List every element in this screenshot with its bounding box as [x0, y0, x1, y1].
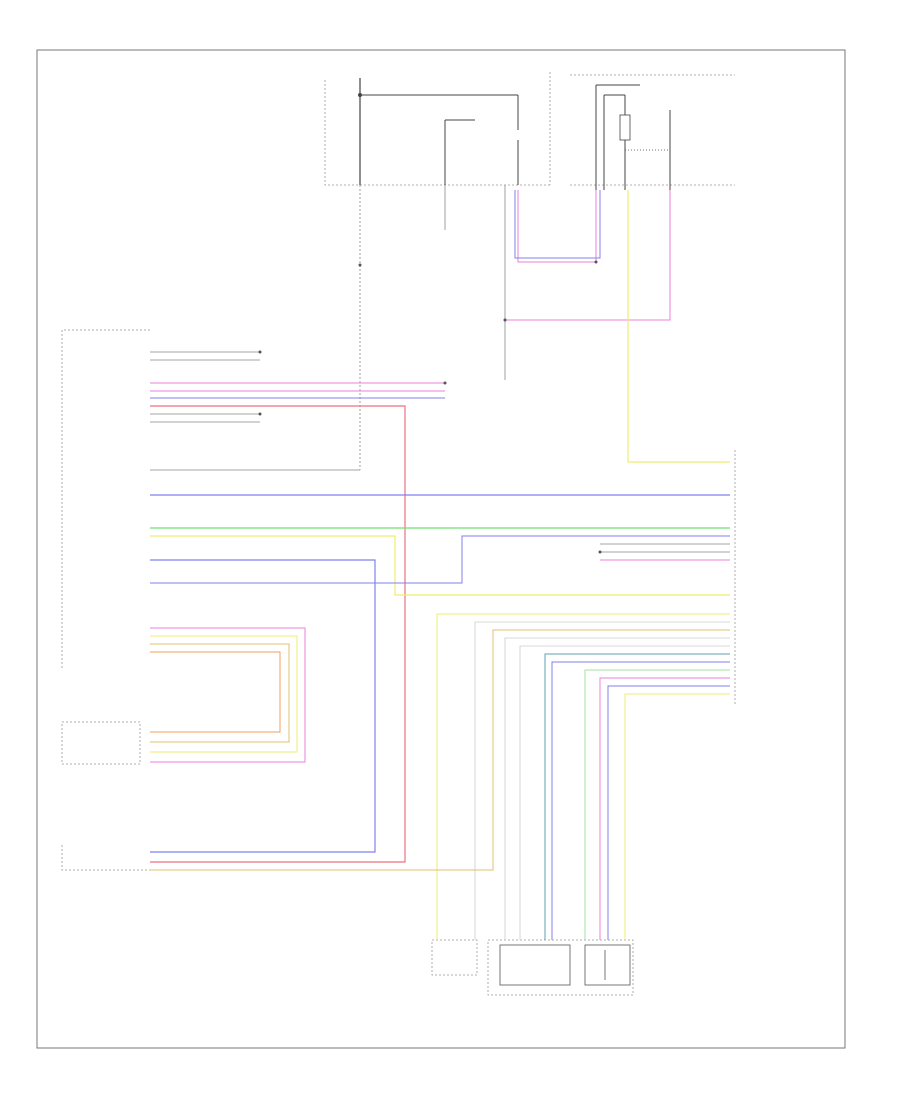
splice-dot-7 — [258, 350, 262, 354]
splice-dot-1 — [358, 263, 362, 267]
splice-dot-5 — [598, 550, 602, 554]
splice-dot-2 — [594, 260, 598, 264]
wire-group — [150, 185, 730, 940]
splice-dot-3 — [503, 318, 507, 322]
wire-v-blue — [551, 661, 730, 940]
wire-sensor-yellow — [150, 635, 298, 753]
splice-dot-6 — [258, 412, 262, 416]
bottom-switch — [487, 939, 634, 996]
wire-v-tan-1 — [150, 629, 730, 871]
wire-v-gray-3 — [519, 645, 730, 940]
bottom-sensor — [431, 939, 478, 976]
wire-pink-right — [505, 190, 671, 321]
splice-dot-4 — [443, 381, 447, 385]
wire-v-blue-2 — [607, 685, 730, 940]
diagram-frame — [36, 49, 846, 1049]
wire-v-yellow-1 — [436, 613, 730, 940]
wire-h-blue-2 — [150, 535, 730, 584]
wire-sensor-orange — [150, 651, 281, 733]
wire-h-yellow-long — [150, 535, 730, 596]
wire-sensor-pink — [150, 627, 306, 763]
wire-sensor-tan — [150, 643, 290, 743]
wire-v-gray-2 — [504, 637, 730, 940]
wire-blue-loop — [150, 559, 376, 853]
left-module-bottom — [61, 845, 150, 871]
top-right-relay-box — [570, 74, 735, 190]
wire-v-lightgreen — [584, 669, 730, 940]
wire-v-pink — [599, 677, 730, 940]
wire-v-yellow-2 — [624, 693, 730, 940]
left-module-big — [61, 329, 150, 670]
wire-blue-top — [514, 190, 601, 259]
wire-v-teal — [544, 653, 730, 940]
left-sensor-mid — [61, 721, 141, 765]
wire-pink-top — [517, 190, 597, 263]
wire-v-gray-1 — [474, 621, 730, 940]
wire-yellow-right — [627, 190, 730, 463]
top-left-fuse-box — [324, 72, 551, 186]
wire-red-loop — [150, 405, 406, 863]
